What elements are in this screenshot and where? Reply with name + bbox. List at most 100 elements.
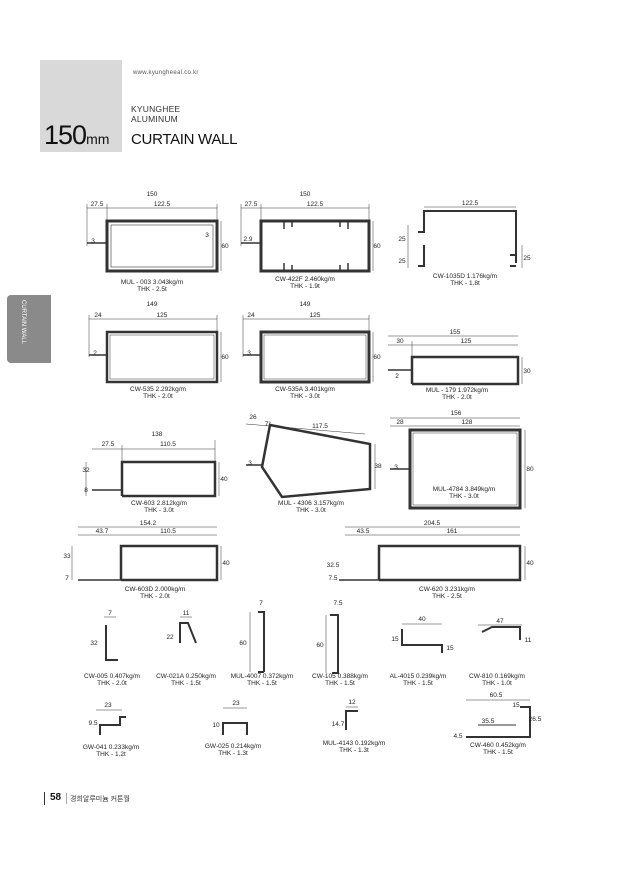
side-section-tab[interactable]: CURTAIN WALL xyxy=(7,295,51,363)
dim-label: 122.5 xyxy=(306,201,324,208)
dim-label: 8 xyxy=(84,487,88,494)
page-number: 58 xyxy=(50,792,62,803)
dim-label: 128 xyxy=(461,419,473,426)
dim-label: 28 xyxy=(396,419,404,426)
footer-divider xyxy=(66,793,67,804)
dim-label: 60 xyxy=(373,354,381,361)
dim-label: 125 xyxy=(460,338,472,345)
dim-label: 25 xyxy=(398,236,406,243)
dim-label: 32.5 xyxy=(326,562,340,569)
dim-label: 60.5 xyxy=(489,692,503,699)
dim-label: 7.5 xyxy=(328,575,338,582)
dim-label: 15 xyxy=(512,702,520,709)
dim-label: 60 xyxy=(373,243,381,250)
profile-drawing-mul4306 xyxy=(245,423,376,499)
dim-label: 30 xyxy=(396,338,404,345)
dim-label: 15 xyxy=(446,645,454,652)
dim-label: 7.5 xyxy=(333,600,343,607)
dim-label: 9.5 xyxy=(88,720,98,727)
dim-label: 22 xyxy=(166,634,174,641)
series-size-unit: mm xyxy=(86,131,110,147)
dim-label: 11 xyxy=(524,637,532,644)
dim-label: 40 xyxy=(526,560,534,567)
dim-label: 3 xyxy=(205,232,209,239)
series-size-number: 150 xyxy=(44,120,87,150)
dim-label: 43.5 xyxy=(356,528,370,535)
dim-label: 204.5 xyxy=(423,520,441,527)
dim-label: 7 xyxy=(65,575,69,582)
dim-label: 27.5 xyxy=(101,441,115,448)
dim-label: 122.5 xyxy=(153,201,171,208)
dim-label: 60 xyxy=(239,640,247,647)
dim-label: 110.5 xyxy=(160,441,176,448)
dim-label: 3 xyxy=(248,460,252,467)
dim-label: 25 xyxy=(523,255,531,262)
header-gray-block xyxy=(40,60,122,152)
dim-label: 23 xyxy=(104,702,112,709)
profile-drawing-mul4784 xyxy=(390,417,526,510)
dim-label: 26 xyxy=(249,414,257,421)
brand-line-1: KYUNGHEE xyxy=(131,104,181,114)
dim-label: 150 xyxy=(146,191,158,198)
dim-label: 138 xyxy=(151,431,163,438)
dim-label: 40 xyxy=(222,560,230,567)
profile-drawing-gw025 xyxy=(222,707,248,735)
dim-label: 4.5 xyxy=(453,733,463,740)
dim-label: 7 xyxy=(259,600,263,607)
dim-label: 14.7 xyxy=(331,721,345,728)
profile-drawing-al4015 xyxy=(401,623,443,653)
dim-label: 80 xyxy=(526,466,534,473)
dim-label: 155 xyxy=(449,329,461,336)
dim-label: 7° xyxy=(264,421,272,428)
dim-label: 110.5 xyxy=(160,528,176,535)
brand-line-2: ALUMINUM xyxy=(131,114,178,124)
profile-drawing-cw460 xyxy=(466,699,531,738)
side-tab-label: CURTAIN WALL xyxy=(20,300,26,344)
dim-label: 7 xyxy=(108,610,112,617)
dim-label: 32 xyxy=(90,640,98,647)
dim-label: 149 xyxy=(146,301,158,308)
profile-drawing-cw021a xyxy=(179,616,197,644)
dim-label: 117.5 xyxy=(312,423,328,430)
profile-drawing-cw1035d xyxy=(407,206,523,268)
profile-drawing-cw535 xyxy=(88,315,222,384)
dim-label: 38 xyxy=(374,463,382,470)
dim-label: 3 xyxy=(247,350,251,357)
profile-drawing-cw105 xyxy=(325,614,339,674)
dim-label: 11 xyxy=(182,610,190,617)
dim-label: 23 xyxy=(232,700,240,707)
dim-label: 30 xyxy=(523,368,531,375)
profile-drawing-cw535a xyxy=(242,315,374,384)
dim-label: 12 xyxy=(348,699,356,706)
dim-label: 125 xyxy=(309,312,321,319)
website-url[interactable]: www.kyungheeal.co.kr xyxy=(133,70,199,76)
profile-drawing-mul4143 xyxy=(345,706,358,730)
dim-label: 24 xyxy=(94,312,102,319)
profile-drawing-cw422f xyxy=(240,204,374,273)
dim-label: 47 xyxy=(496,618,504,625)
dim-label: 26.5 xyxy=(528,716,542,723)
profile-drawing-cw603 xyxy=(85,440,220,498)
dim-label: 27.5 xyxy=(90,201,104,208)
dim-label: 25 xyxy=(398,258,406,265)
profile-drawing-gw041 xyxy=(96,709,126,735)
